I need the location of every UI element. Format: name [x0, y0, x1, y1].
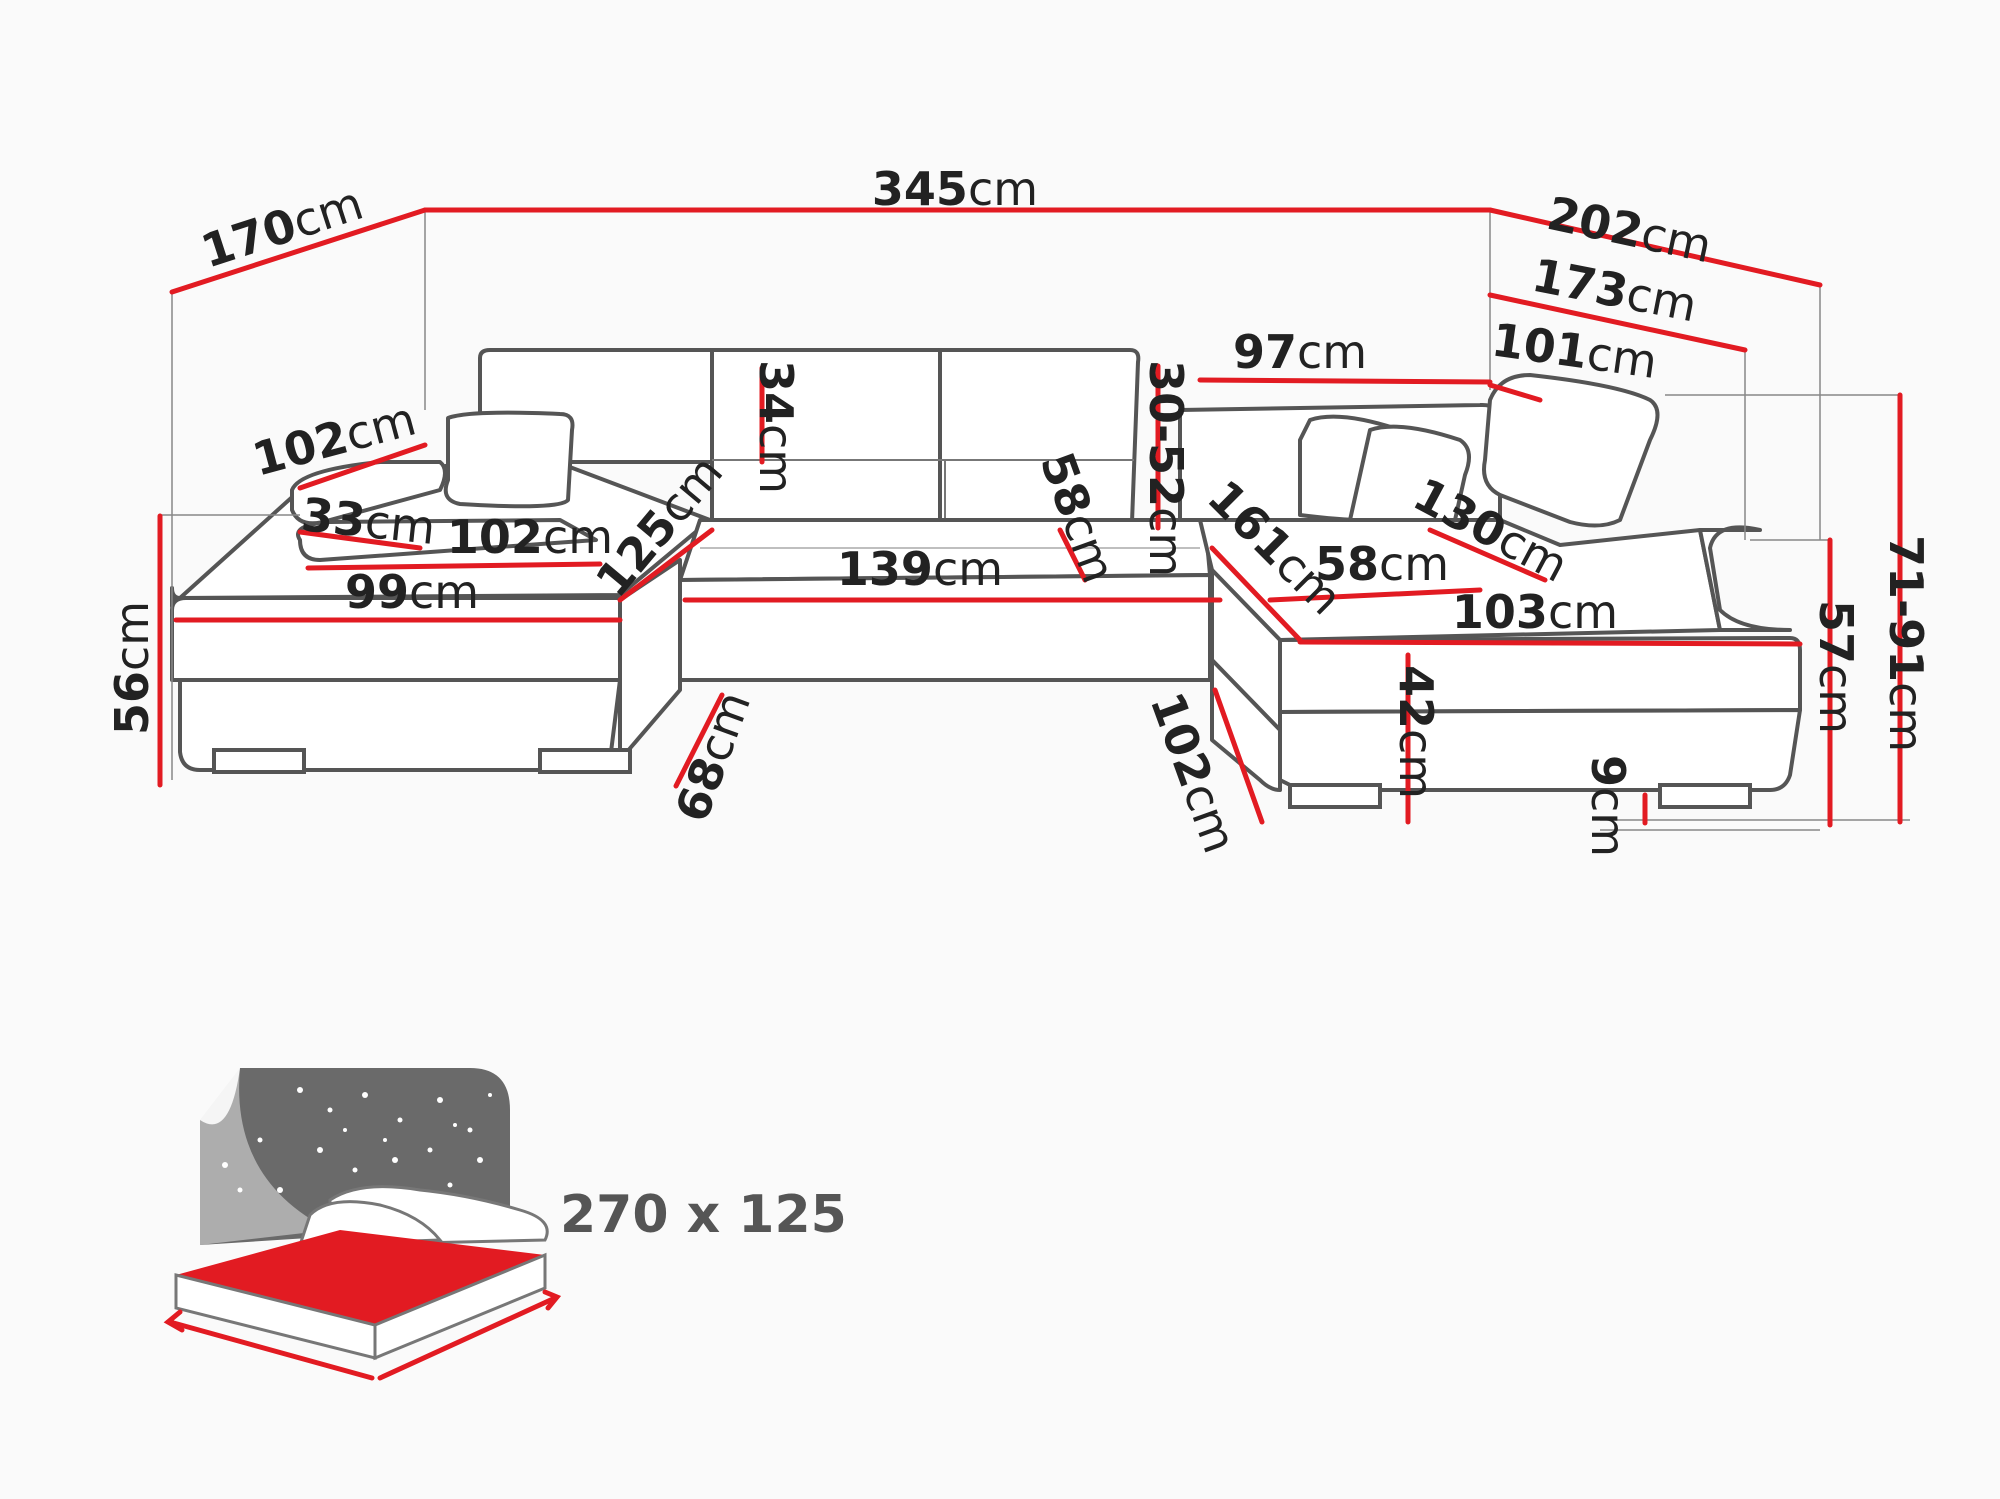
dim-right-height-57: 57cm [1809, 600, 1863, 734]
dim-seat-height-42: 42cm [1389, 665, 1443, 799]
dim-feet-9: 9cm [1581, 755, 1635, 857]
dim-right-101: 101cm [1488, 312, 1660, 389]
dim-seat-depth-68: 68cm [665, 684, 762, 829]
dim-total-height-71-91: 71-91cm [1879, 535, 1933, 752]
dim-left-depth: 170cm [195, 176, 370, 279]
measure-lines [157, 207, 1903, 828]
guide-lines [162, 210, 1910, 831]
bed-with-night-sky-icon [163, 1068, 562, 1381]
bed-size-label: 270 x 125 [560, 1185, 847, 1245]
dim-center-139: 139cm [837, 542, 1003, 596]
dim-right-103: 103cm [1452, 585, 1618, 639]
dim-headrest-30-52: 30-52cm [1139, 360, 1193, 577]
dim-left-seat-99: 99cm [345, 565, 479, 619]
dim-back-34: 34cm [749, 360, 803, 494]
dim-left-height-56: 56cm [105, 601, 159, 735]
dim-overall-width: 345cm [872, 162, 1038, 216]
dim-arm-33: 33cm [299, 487, 438, 555]
dim-center-97: 97cm [1233, 325, 1367, 379]
dim-right-58: 58cm [1315, 537, 1449, 591]
dim-left-seat-102: 102cm [447, 510, 613, 564]
